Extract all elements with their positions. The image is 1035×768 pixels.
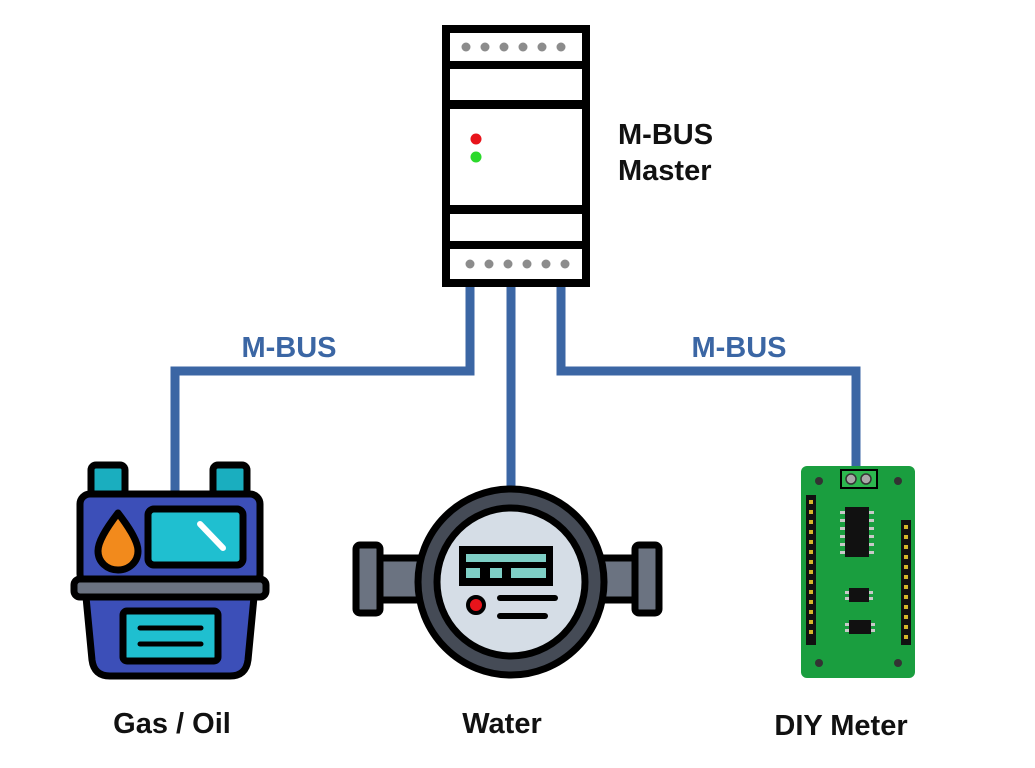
gas-meter-icon bbox=[70, 461, 270, 680]
gas-meter-label: Gas / Oil bbox=[113, 708, 231, 740]
wire-to-gas bbox=[170, 282, 475, 495]
bus-label-right: M-BUS bbox=[691, 332, 786, 364]
terminal-strip-top bbox=[461, 42, 566, 52]
bus-label-left: M-BUS bbox=[241, 332, 336, 364]
status-led-green bbox=[470, 151, 482, 163]
mbus-master-device bbox=[442, 25, 590, 287]
water-meter-label: Water bbox=[462, 708, 542, 740]
wire-to-diy bbox=[556, 282, 861, 472]
master-label-line1: M-BUS bbox=[618, 119, 713, 151]
flame-icon bbox=[94, 509, 142, 574]
diy-meter-label: DIY Meter bbox=[774, 710, 907, 742]
master-label-line2: Master bbox=[618, 155, 712, 187]
bus-wires bbox=[170, 282, 861, 495]
water-meter-icon bbox=[352, 485, 663, 679]
diy-meter-board-icon bbox=[801, 466, 915, 678]
terminal-strip-bottom bbox=[465, 259, 570, 269]
status-led-red bbox=[470, 133, 482, 145]
